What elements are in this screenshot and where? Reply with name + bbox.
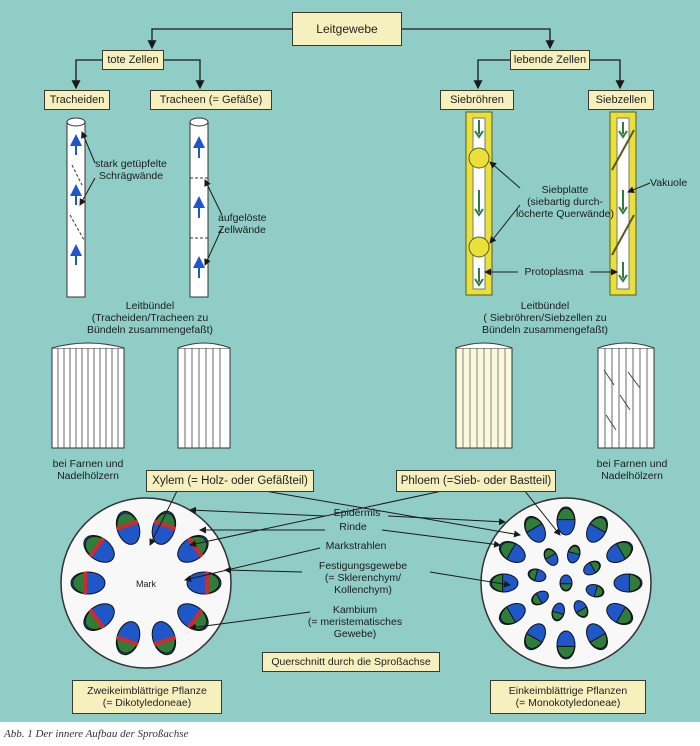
tracheids-box: Tracheiden <box>44 90 110 110</box>
monocot-outer-vascular-bundle <box>498 603 526 625</box>
dicot-vascular-bundle <box>83 535 115 563</box>
diagram-artwork <box>51 28 655 669</box>
dicot-label-box: Zweikeimblättrige Pflanze (= Dikotyledon… <box>72 680 222 714</box>
xylem-box: Xylem (= Holz- oder Gefäßteil) <box>146 470 314 492</box>
support-tissue-label: Festigungsgewebe (= Sklerenchym/ Kollenc… <box>318 560 408 596</box>
monocot-inner-vascular-bundle <box>531 590 549 606</box>
monocot-inner-vascular-bundle <box>573 600 589 618</box>
monocot-outer-vascular-bundle <box>606 603 634 625</box>
dicot-vascular-bundle <box>115 621 141 656</box>
tube-annotation-pointers <box>79 131 651 276</box>
bundle-label-xylem: Leitbündel (Tracheiden/Tracheen zu Bünde… <box>86 300 214 336</box>
monocot-outer-vascular-bundle <box>586 515 608 543</box>
cambium-label: Kambium (= meristematisches Gewebe) <box>307 604 403 640</box>
note-vacuole: Vakuole <box>650 177 688 189</box>
xylem-bundle-angiosperms <box>177 342 231 449</box>
monocot-outer-vascular-bundle <box>556 506 576 536</box>
monocot-inner-vascular-bundle <box>543 548 559 566</box>
dicot-vascular-bundle <box>70 571 106 595</box>
note-pitted-walls: stark getüpfelte Schrägwände <box>95 158 167 182</box>
living-cells-box: lebende Zellen <box>510 50 590 70</box>
monocot-inner-vascular-bundle <box>583 560 601 576</box>
monocot-outer-vascular-bundle <box>524 623 546 651</box>
phloem-bundle-angiosperms <box>455 342 513 449</box>
monocot-inner-vascular-bundle <box>551 602 565 622</box>
ferns-label-right: bei Farnen und Nadelhölzern <box>596 458 668 482</box>
trachea-tube-illustration <box>189 117 209 298</box>
dicot-vascular-bundle <box>151 621 177 656</box>
dead-cells-box: tote Zellen <box>102 50 164 70</box>
dicot-vascular-bundle <box>151 510 177 545</box>
monocot-outer-vascular-bundle <box>613 573 643 593</box>
dicot-vascular-bundle <box>83 603 115 631</box>
dicot-cross-section <box>60 497 232 669</box>
cross-section-title: Querschnitt durch die Sproßachse <box>262 652 440 672</box>
pith-label: Mark <box>136 579 156 589</box>
note-dissolved-walls: aufgelöste Zellwände <box>218 212 267 236</box>
monocot-center-vascular-bundle <box>559 574 573 592</box>
sieve-cells-box: Siebzellen <box>588 90 654 110</box>
monocot-inner-vascular-bundle <box>527 568 547 582</box>
monocot-inner-vascular-bundle <box>567 544 581 564</box>
monocot-inner-vascular-bundle <box>585 584 605 598</box>
medullary-rays-label: Markstrahlen <box>325 540 387 552</box>
cross-section-pointers <box>149 484 561 631</box>
monocot-outer-vascular-bundle <box>606 541 634 563</box>
sieve-tube-illustration <box>465 111 493 296</box>
bundle-label-phloem: Leitbündel ( Siebröhren/Siebzellen zu Bü… <box>481 300 609 336</box>
hierarchy-connectors <box>71 28 625 90</box>
monocot-label-box: Einkeimblättrige Pflanzen (= Monokotyled… <box>490 680 646 714</box>
cortex-label: Rinde <box>339 521 367 533</box>
monocot-outer-vascular-bundle <box>586 623 608 651</box>
phloem-box: Phloem (=Sieb- oder Bastteil) <box>396 470 556 492</box>
epidermis-label: Epidermis <box>333 507 381 519</box>
monocot-outer-vascular-bundle <box>489 573 519 593</box>
figure-caption: Abb. 1 Der innere Aufbau der Sproßachse <box>4 728 189 740</box>
ferns-label-left: bei Farnen und Nadelhölzern <box>52 458 124 482</box>
monocot-outer-vascular-bundle <box>524 515 546 543</box>
root-box-leitgewebe: Leitgewebe <box>292 12 402 46</box>
note-sieve-plate: Siebplatte (siebartig durch- löcherte Qu… <box>515 184 615 220</box>
monocot-cross-section <box>480 497 652 669</box>
note-protoplasm: Protoplasma <box>524 266 584 278</box>
monocot-outer-vascular-bundle <box>556 630 576 660</box>
tracheid-tube-illustration <box>66 117 86 298</box>
tracheae-box: Tracheen (= Gefäße) <box>150 90 272 110</box>
sieve-cell-tube-illustration <box>609 111 637 296</box>
dicot-vascular-bundle <box>115 510 141 545</box>
phloem-bundle-ferns <box>597 342 655 449</box>
xylem-bundle-ferns <box>51 342 125 449</box>
sieve-tubes-box: Siebröhren <box>440 90 514 110</box>
